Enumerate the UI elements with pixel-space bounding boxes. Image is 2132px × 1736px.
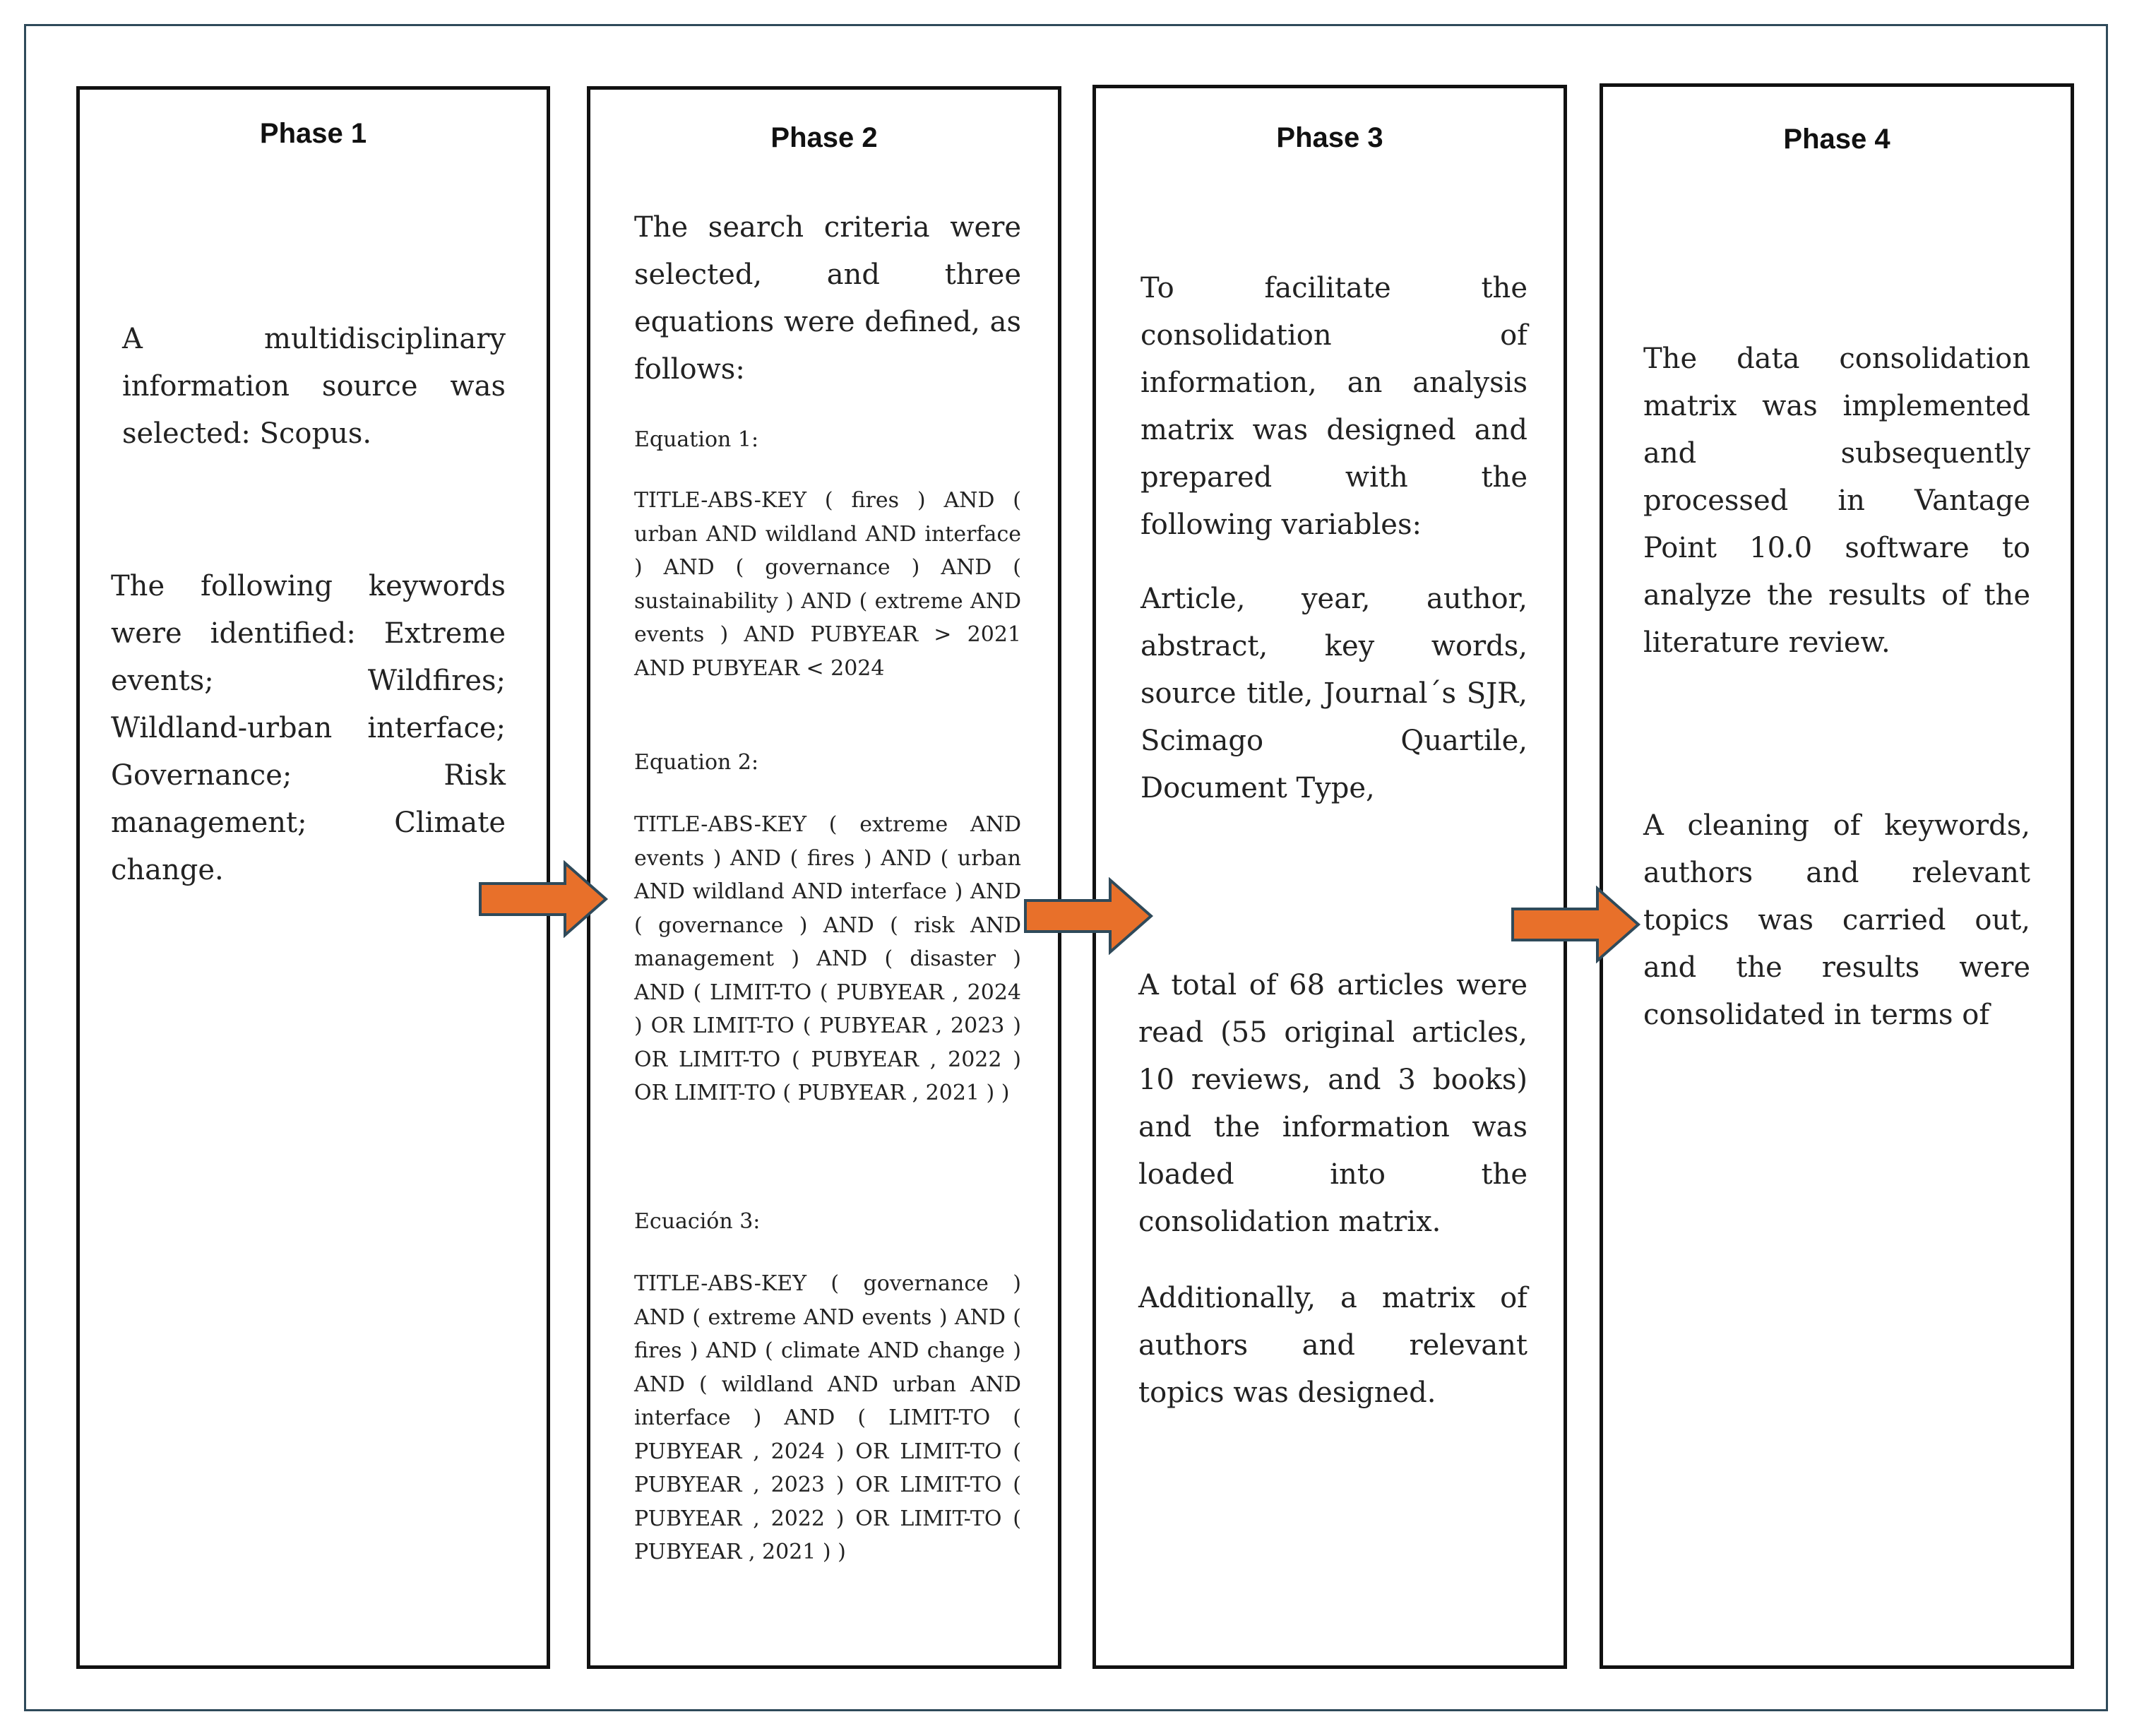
phase-4-paragraph-2: A cleaning of keywords, authors and rele… xyxy=(1643,809,2030,1031)
equation-3-text: TITLE-ABS-KEY ( governance ) AND ( extre… xyxy=(634,1271,1021,1564)
phase-3-paragraph-1: To facilitate the consolidation of infor… xyxy=(1141,272,1527,541)
phase-3-box: Phase 3 To facilitate the consolidation … xyxy=(1092,85,1567,1669)
phase-4-box: Phase 4 The data consolidation matrix wa… xyxy=(1600,83,2074,1669)
arrow-right-icon xyxy=(1511,886,1641,963)
phase-1-paragraph-2: The following keywords were identified: … xyxy=(111,570,506,886)
equation-1-text: TITLE-ABS-KEY ( fires ) AND ( urban AND … xyxy=(634,488,1021,681)
phase-1-title: Phase 1 xyxy=(259,118,367,149)
equation-2-label: Equation 2: xyxy=(634,750,759,775)
equation-2-text: TITLE-ABS-KEY ( extreme AND events ) AND… xyxy=(634,812,1021,1105)
arrow-right-icon xyxy=(1024,877,1154,955)
equation-3-label: Ecuación 3: xyxy=(634,1209,761,1234)
phase-2-intro: The search criteria were selected, and t… xyxy=(634,211,1021,386)
figure-frame xyxy=(24,24,2108,1711)
phase-3-paragraph-3: A total of 68 articles were read (55 ori… xyxy=(1138,969,1527,1238)
phase-4-title: Phase 4 xyxy=(1783,124,1890,155)
phase-2-box: Phase 2 The search criteria were selecte… xyxy=(587,86,1061,1669)
arrow-right-icon xyxy=(479,860,609,938)
phase-3-title: Phase 3 xyxy=(1276,122,1383,153)
phase-3-paragraph-4: Additionally, a matrix of authors and re… xyxy=(1138,1282,1527,1409)
phase-1-box: Phase 1 A multidisciplinary information … xyxy=(76,86,550,1669)
phase-1-paragraph-1: A multidisciplinary information source w… xyxy=(122,323,506,450)
phase-2-title: Phase 2 xyxy=(770,122,878,153)
phase-3-paragraph-2: Article, year, author, abstract, key wor… xyxy=(1141,583,1527,804)
equation-1-label: Equation 1: xyxy=(634,427,759,452)
phase-4-paragraph-1: The data consolidation matrix was implem… xyxy=(1643,343,2030,659)
